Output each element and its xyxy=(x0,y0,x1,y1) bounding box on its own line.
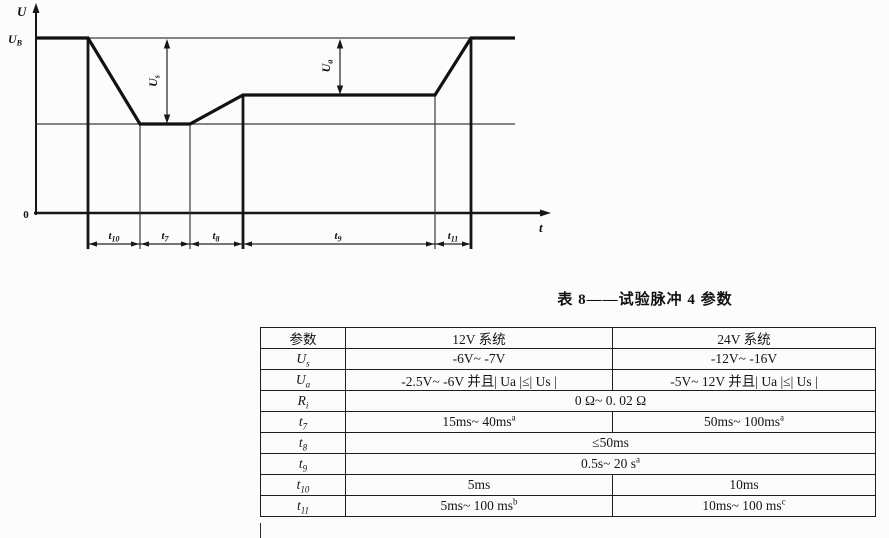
param-cell: Us xyxy=(260,348,346,370)
t10-interval-label: t10 xyxy=(108,230,119,244)
param-cell: t9 xyxy=(260,453,346,475)
col-header-param: 参数 xyxy=(260,327,346,349)
table-row-t9: t9 0.5s~ 20 sa xyxy=(260,453,876,475)
ub-level-label: UB xyxy=(8,32,23,48)
table-row-ri: Ri 0 Ω~ 0. 02 Ω xyxy=(260,390,876,412)
table-row-t11: t11 5ms~ 100 msb 10ms~ 100 msc xyxy=(260,495,876,517)
value-cell-span: 0 Ω~ 0. 02 Ω xyxy=(345,390,876,412)
param-cell: t8 xyxy=(260,432,346,454)
origin-label: 0 xyxy=(23,209,29,221)
table-row-t8: t8 ≤50ms xyxy=(260,432,876,454)
param-cell: t10 xyxy=(260,474,346,496)
value-cell-24v: -12V~ -16V xyxy=(612,348,876,370)
value-cell-24v: 10ms~ 100 msc xyxy=(612,495,876,517)
value-cell-24v: -5V~ 12V 并且| Ua |≤| Us | xyxy=(612,369,876,391)
x-axis-label: t xyxy=(539,220,543,235)
t7-interval-label: t7 xyxy=(161,230,169,244)
voltage-axis xyxy=(32,3,40,215)
table-row-t7: t7 15ms~ 40msa 50ms~ 100msa xyxy=(260,411,876,433)
us-dimension-label: Us xyxy=(146,75,162,87)
y-axis-label: U xyxy=(17,4,27,19)
ua-dimension-arrow xyxy=(336,39,344,95)
us-dimension-arrow xyxy=(163,39,171,124)
table-row-ua: Ua -2.5V~ -6V 并且| Ua |≤| Us | -5V~ 12V 并… xyxy=(260,369,876,391)
pulse4-parameter-table: 参数 12V 系统 24V 系统 Us -6V~ -7V -12V~ -16V … xyxy=(260,327,876,517)
t9-interval-label: t9 xyxy=(334,230,341,244)
param-cell: t7 xyxy=(260,411,346,433)
param-cell: Ua xyxy=(260,369,346,391)
param-cell: Ri xyxy=(260,390,346,412)
header-row: 参数 12V 系统 24V 系统 xyxy=(260,327,876,349)
extension-lines xyxy=(86,38,473,249)
table-title: 表 8——试验脉冲 4 参数 xyxy=(557,292,733,308)
time-axis xyxy=(34,209,551,217)
value-cell-12v: -6V~ -7V xyxy=(345,348,613,370)
param-cell: t11 xyxy=(260,495,346,517)
col-header-12v: 12V 系统 xyxy=(345,327,613,349)
ua-dimension-label: Ua xyxy=(319,60,335,73)
value-cell-12v: 5ms xyxy=(345,474,613,496)
value-cell-span: 0.5s~ 20 sa xyxy=(345,453,876,475)
table-border-stub xyxy=(260,523,262,538)
value-cell-24v: 10ms xyxy=(612,474,876,496)
col-header-24v: 24V 系统 xyxy=(612,327,876,349)
t11-interval-label: t11 xyxy=(448,230,459,244)
pulse-waveform xyxy=(36,36,515,126)
table-row-us: Us -6V~ -7V -12V~ -16V xyxy=(260,348,876,370)
pulse4-waveform-diagram: Us Ua t10 t7 t8 t9 t11 U U xyxy=(8,3,551,249)
value-cell-span: ≤50ms xyxy=(345,432,876,454)
value-cell-12v: 5ms~ 100 msb xyxy=(345,495,613,517)
t8-interval-label: t8 xyxy=(212,230,219,244)
value-cell-24v: 50ms~ 100msa xyxy=(612,411,876,433)
value-cell-12v: 15ms~ 40msa xyxy=(345,411,613,433)
value-cell-12v: -2.5V~ -6V 并且| Ua |≤| Us | xyxy=(345,369,613,391)
time-dimension-arrows xyxy=(88,241,471,247)
table-row-t10: t10 5ms 10ms xyxy=(260,474,876,496)
